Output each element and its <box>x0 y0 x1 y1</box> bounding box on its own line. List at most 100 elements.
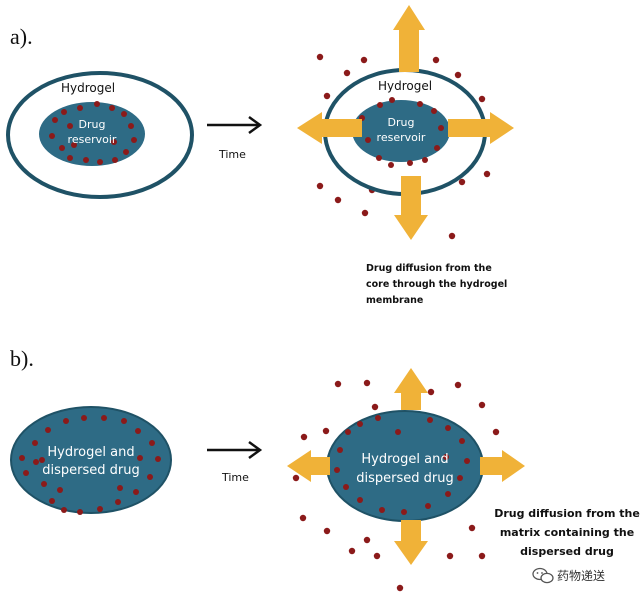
matrix-label-line1: Hydrogel and <box>361 452 448 467</box>
drug-particle <box>357 497 363 503</box>
drug-particle <box>49 498 55 504</box>
drug-particle <box>121 418 127 424</box>
drug-particle <box>33 459 39 465</box>
matrix-label-line1: Hydrogel and <box>47 445 134 460</box>
drug-particle <box>448 232 456 240</box>
drug-particle <box>77 509 83 515</box>
drug-particle <box>357 421 363 427</box>
diffusion-arrow-up <box>393 5 425 72</box>
drug-particle <box>299 514 307 522</box>
drug-particle <box>337 447 343 453</box>
drug-particle <box>322 427 330 435</box>
drug-particle <box>492 428 500 436</box>
drug-particle <box>389 97 395 103</box>
drug-particle <box>388 162 394 168</box>
drug-particle <box>19 455 25 461</box>
drug-particle <box>131 137 137 143</box>
panel-b-caption: Drug diffusion from the matrix containin… <box>494 507 640 558</box>
reservoir-label-line2: reservoir <box>377 131 426 144</box>
drug-particle <box>123 149 129 155</box>
drug-particle <box>425 503 431 509</box>
drug-particle <box>112 157 118 163</box>
time-label: Time <box>218 148 246 161</box>
drug-particle <box>361 209 369 217</box>
drug-particle <box>373 552 381 560</box>
drug-particle <box>23 470 29 476</box>
watermark: 药物递送 <box>532 567 605 584</box>
caption-line: matrix containing the <box>500 526 634 539</box>
panel-b-after-matrix: Hydrogel and dispersed drug <box>287 368 525 592</box>
dispersed-drug-particles <box>334 415 470 515</box>
drug-particle <box>41 481 47 487</box>
matrix-label-line2: dispersed drug <box>356 471 453 486</box>
caption-line: Drug diffusion from the <box>366 263 492 274</box>
panel-a-label: a). <box>10 24 33 49</box>
drug-particle <box>52 117 58 123</box>
caption-line: membrane <box>366 295 423 306</box>
membrane-drug-particles <box>359 97 444 168</box>
drug-particle <box>67 155 73 161</box>
drug-particle <box>128 123 134 129</box>
drug-particle <box>360 56 368 64</box>
drug-particle <box>454 71 462 79</box>
drug-particle <box>323 92 331 100</box>
drug-particle <box>292 474 300 482</box>
drug-particle <box>121 111 127 117</box>
drug-particle <box>137 455 143 461</box>
drug-particle <box>133 489 139 495</box>
drug-particle <box>343 484 349 490</box>
hydrogel-label: Hydrogel <box>378 79 432 93</box>
drug-particle <box>468 524 476 532</box>
diffusion-arrow-right <box>448 112 514 144</box>
drug-particle <box>427 388 435 396</box>
drug-particle <box>61 507 67 513</box>
drug-particle <box>445 491 451 497</box>
drug-particle <box>83 157 89 163</box>
hydrogel-matrix <box>10 406 172 514</box>
drug-particle <box>438 125 444 131</box>
drug-particle <box>478 401 486 409</box>
diffusion-arrow-down <box>394 176 428 240</box>
drug-particle <box>407 160 413 166</box>
drug-particle <box>155 456 161 462</box>
matrix-label-line2: dispersed drug <box>42 463 139 478</box>
reservoir-label-line1: Drug <box>79 118 106 131</box>
drug-particle <box>149 440 155 446</box>
drug-particle <box>376 155 382 161</box>
drug-particle <box>59 145 65 151</box>
drug-particle <box>478 95 486 103</box>
diffusion-arrow-left <box>287 450 330 482</box>
drug-particle <box>97 159 103 165</box>
drug-particle <box>427 417 433 423</box>
panel-a-time-arrow: Time <box>207 115 263 161</box>
drug-particle <box>117 485 123 491</box>
drug-particle <box>57 487 63 493</box>
drug-particle <box>348 547 356 555</box>
drug-particle <box>401 509 407 515</box>
panel-a-after-capsule: Hydrogel Drug reservoir <box>297 5 514 240</box>
drug-particle <box>334 380 342 388</box>
released-drug-particles <box>292 379 500 592</box>
drug-particle <box>334 467 340 473</box>
drug-particle <box>115 499 121 505</box>
watermark-text: 药物递送 <box>557 568 605 583</box>
drug-particle <box>71 142 77 148</box>
drug-particle <box>446 552 454 560</box>
hydrogel-label: Hydrogel <box>61 81 115 95</box>
panel-a-before-capsule: Hydrogel Drug reservoir <box>6 71 194 199</box>
drug-particle <box>45 427 51 433</box>
drug-particle <box>94 101 100 107</box>
panel-a-caption: Drug diffusion from the core through the… <box>366 263 507 306</box>
drug-particle <box>379 507 385 513</box>
diffusion-arrow-left <box>297 112 362 144</box>
drug-particle <box>111 139 117 145</box>
time-label: Time <box>221 471 249 484</box>
drug-particle <box>316 182 324 190</box>
drug-particle <box>109 105 115 111</box>
drug-particle <box>77 105 83 111</box>
drug-particle <box>431 108 437 114</box>
drug-particle <box>375 415 381 421</box>
drug-particle <box>135 428 141 434</box>
drug-particle <box>459 438 465 444</box>
